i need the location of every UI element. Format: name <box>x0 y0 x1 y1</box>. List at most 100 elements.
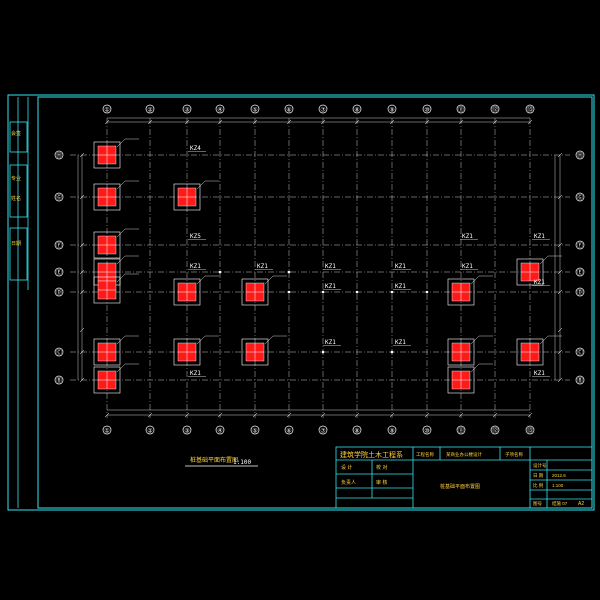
axis-bubble-top <box>102 104 112 114</box>
dim-tick <box>492 412 498 418</box>
dim-tick <box>557 327 563 333</box>
dim-tick <box>217 119 223 125</box>
dim-tick <box>79 377 85 383</box>
pile-cap-outline <box>173 338 201 366</box>
pile-cap-outline <box>93 338 121 366</box>
axis-bubble-bottom <box>387 425 397 435</box>
column-label: KZ1 <box>395 339 406 346</box>
leader-line <box>116 180 126 190</box>
title-right-label: 比 例 <box>533 482 544 489</box>
column-label: KZ1 <box>534 279 545 286</box>
axis-bubble-top <box>318 104 328 114</box>
dim-tick <box>217 412 223 418</box>
axis-label-top: ⑥ <box>286 107 291 114</box>
axis-label-right: Ⓔ <box>577 269 583 277</box>
axis-label-bottom: ⑧ <box>354 428 359 435</box>
dim-tick <box>320 119 326 125</box>
dim-tick <box>557 152 563 158</box>
grid-node <box>218 270 222 274</box>
dim-tick <box>184 412 190 418</box>
axis-label-bottom: ⑤ <box>252 428 257 435</box>
column-label: KZ1 <box>462 233 473 240</box>
leader-line <box>264 335 274 345</box>
dim-tick <box>79 289 85 295</box>
column-label: KZ5 <box>190 233 201 240</box>
axis-label-top: ⑤ <box>252 107 257 114</box>
axis-bubble-bottom <box>215 425 225 435</box>
sheet-border-outer <box>7 94 595 511</box>
axis-bubble-bottom <box>456 425 466 435</box>
column-label: KZ1 <box>395 283 406 290</box>
axis-bubble-bottom <box>318 425 328 435</box>
dim-tick <box>557 377 563 383</box>
column-label: KZ1 <box>257 263 268 270</box>
axis-bubble-bottom <box>422 425 432 435</box>
title-right-label: 日 期 <box>533 473 544 479</box>
grid-node <box>287 290 291 294</box>
column-edge <box>451 342 471 362</box>
leader-line <box>264 275 274 285</box>
dim-tick <box>557 194 563 200</box>
institution-name: 建筑学院土木工程系 <box>340 450 403 459</box>
column-label: KZ4 <box>190 145 201 152</box>
axis-label-top: ⑩ <box>424 107 429 114</box>
column-edge <box>177 187 197 207</box>
pile-cap <box>93 228 139 259</box>
dim-tick <box>527 412 533 418</box>
axis-bubble-right <box>575 240 585 250</box>
dim-tick <box>147 119 153 125</box>
pile-cap <box>93 363 139 394</box>
drawing-scale: 1:100 <box>233 459 251 466</box>
column-edge <box>245 282 265 302</box>
dim-tick <box>557 269 563 275</box>
pile-cap-outline <box>93 141 121 169</box>
leader-line <box>470 363 480 373</box>
pile-cap <box>241 335 287 366</box>
column-label: KZ1 <box>190 263 201 270</box>
axis-bubble-left <box>54 347 64 357</box>
pile-cap <box>173 275 219 306</box>
column-edge <box>97 370 117 390</box>
column-label: KZ1 <box>462 263 473 270</box>
drawing-title: 桩基础平面布置图 <box>190 456 238 464</box>
dim-tick <box>492 119 498 125</box>
pile-cap-outline <box>93 231 121 259</box>
grid-node <box>355 290 359 294</box>
pile-cap <box>447 275 493 306</box>
axis-bubble-top <box>422 104 432 114</box>
dim-tick <box>424 119 430 125</box>
axis-bubble-bottom <box>284 425 294 435</box>
dim-tick <box>79 327 85 333</box>
column-edge <box>520 262 540 282</box>
axis-label-bottom: ② <box>147 428 153 435</box>
project-label: 工程名称 <box>416 451 434 458</box>
dim-tick <box>389 119 395 125</box>
axis-label-left: Ⓒ <box>56 349 62 357</box>
axis-label-left: Ⓕ <box>56 242 62 250</box>
axis-bubble-right <box>575 150 585 160</box>
dim-tick <box>424 412 430 418</box>
axis-bubble-left <box>54 192 64 202</box>
dim-tick <box>557 242 563 248</box>
pile-cap <box>241 275 287 306</box>
axis-label-right: Ⓖ <box>577 194 583 202</box>
leader-line <box>196 180 206 190</box>
title-row-label: 负责人 <box>341 479 356 486</box>
strip-label-3: 日期 <box>11 241 21 247</box>
leader-line <box>116 363 126 373</box>
axis-label-bottom: ⑥ <box>286 428 291 435</box>
leader-line <box>196 335 206 345</box>
axis-bubble-right <box>575 267 585 277</box>
column-label: KZ1 <box>325 339 336 346</box>
column-edge <box>451 282 471 302</box>
axis-label-bottom: ① <box>104 428 109 435</box>
axis-label-left: Ⓑ <box>56 377 62 385</box>
axis-label-top: ④ <box>217 107 222 114</box>
pile-cap <box>516 335 562 366</box>
axis-label-top: ① <box>104 107 109 114</box>
dim-tick <box>320 412 326 418</box>
pile-cap-outline <box>241 338 269 366</box>
axis-bubble-bottom <box>182 425 192 435</box>
strip-label-2: 姓名 <box>11 195 21 202</box>
